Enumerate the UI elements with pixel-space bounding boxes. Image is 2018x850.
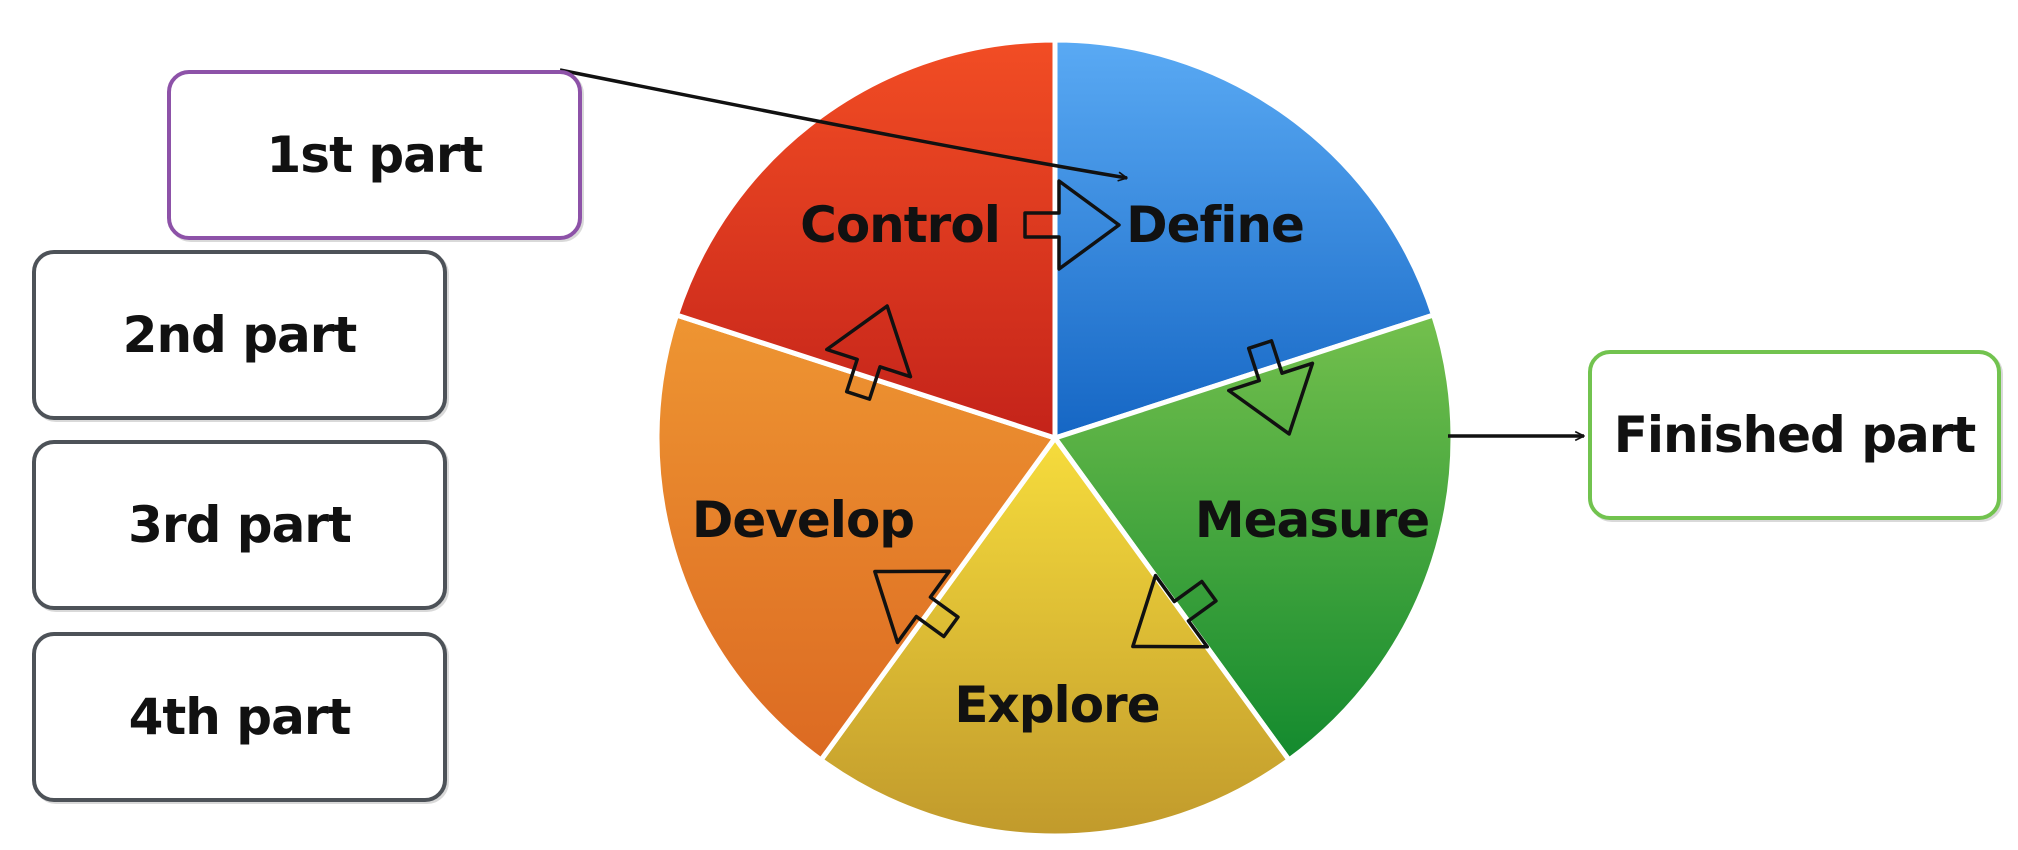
fourth-part-label: 4th part — [128, 688, 352, 746]
second-part-label: 2nd part — [122, 306, 358, 364]
third-part-label: 3rd part — [128, 496, 352, 554]
explore-label: Explore — [954, 676, 1159, 734]
cycle-arrows — [825, 179, 1315, 649]
define-label: Define — [1126, 196, 1304, 254]
define-segment[interactable] — [1052, 37, 1437, 442]
measure-label: Measure — [1195, 491, 1429, 549]
develop-label: Develop — [692, 491, 914, 549]
cycle-arrow-define-to-measure — [1227, 339, 1315, 436]
explore-segment[interactable] — [817, 433, 1293, 839]
first-part-box[interactable]: 1st part — [167, 70, 582, 240]
cycle-arrow-control-to-define — [1023, 179, 1121, 271]
control-label: Control — [800, 196, 1000, 254]
second-part-box[interactable]: 2nd part — [32, 250, 447, 420]
control-segment[interactable] — [673, 37, 1058, 442]
pie-segments — [654, 37, 1456, 839]
cycle-arrow-explore-to-develop — [873, 569, 960, 645]
fourth-part-box[interactable]: 4th part — [32, 632, 447, 802]
finished-part-label: Finished part — [1613, 406, 1977, 464]
third-part-box[interactable]: 3rd part — [32, 440, 447, 610]
first-part-label: 1st part — [266, 126, 484, 184]
cycle-arrow-measure-to-explore — [1131, 573, 1218, 649]
cycle-arrow-develop-to-control — [825, 304, 913, 401]
measure-segment[interactable] — [1050, 311, 1456, 764]
segment-labels: Define Measure Explore Develop Control — [692, 196, 1430, 734]
develop-segment[interactable] — [654, 311, 1060, 764]
finished-part-box[interactable]: Finished part — [1588, 350, 2001, 520]
first-part-connector-arrow — [559, 68, 1128, 182]
